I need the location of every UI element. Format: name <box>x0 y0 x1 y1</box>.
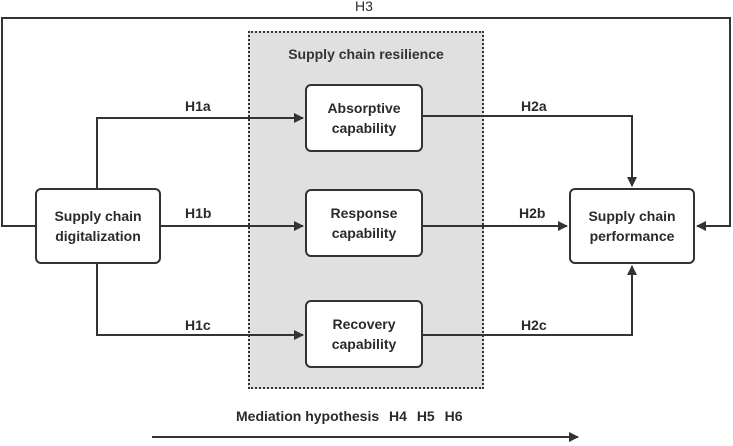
node-label-line: Absorptive <box>327 100 401 116</box>
node-supply-chain-performance: Supply chain performance <box>569 188 695 264</box>
node-label-line: performance <box>589 228 675 244</box>
edge-h1a <box>96 113 304 188</box>
mediation-hypothesis-h4: H4 <box>389 408 407 424</box>
edge-h3 <box>1 17 731 231</box>
edge-label-h2b: H2b <box>519 205 546 221</box>
mediation-hypothesis-h6: H6 <box>444 408 463 424</box>
mediation-text: Mediation hypothesis <box>236 408 380 424</box>
edge-h2a <box>423 115 637 187</box>
edge-label-h1c: H1c <box>185 317 211 333</box>
edge-label-h1b: H1b <box>185 205 212 221</box>
edge-h1c <box>96 264 304 340</box>
node-label-line: capability <box>331 336 397 352</box>
edge-h2c <box>423 265 637 336</box>
group-title: Supply chain resilience <box>288 46 444 62</box>
node-label-line: Response <box>330 205 398 221</box>
node-label-line: capability <box>331 225 397 241</box>
node-supply-chain-digitalization: Supply chain digitalization <box>35 188 161 264</box>
node-label-line: digitalization <box>55 228 141 244</box>
mediation-hypothesis-label: Mediation hypothesis H4 H5 H6 <box>236 408 469 424</box>
edge-label-h2a: H2a <box>521 98 547 114</box>
node-label-line: Supply chain <box>54 208 142 224</box>
edge-label-h2c: H2c <box>521 317 547 333</box>
edge-label-h3: H3 <box>355 0 373 14</box>
node-label-line: Recovery <box>332 316 396 332</box>
node-absorptive-capability: Absorptive capability <box>305 84 423 152</box>
node-label-line: Supply chain <box>588 208 676 224</box>
edge-label-h1a: H1a <box>185 98 211 114</box>
node-label-line: capability <box>331 120 397 136</box>
node-response-capability: Response capability <box>305 189 423 257</box>
node-recovery-capability: Recovery capability <box>305 300 423 368</box>
mediation-hypothesis-h5: H5 <box>416 408 435 424</box>
